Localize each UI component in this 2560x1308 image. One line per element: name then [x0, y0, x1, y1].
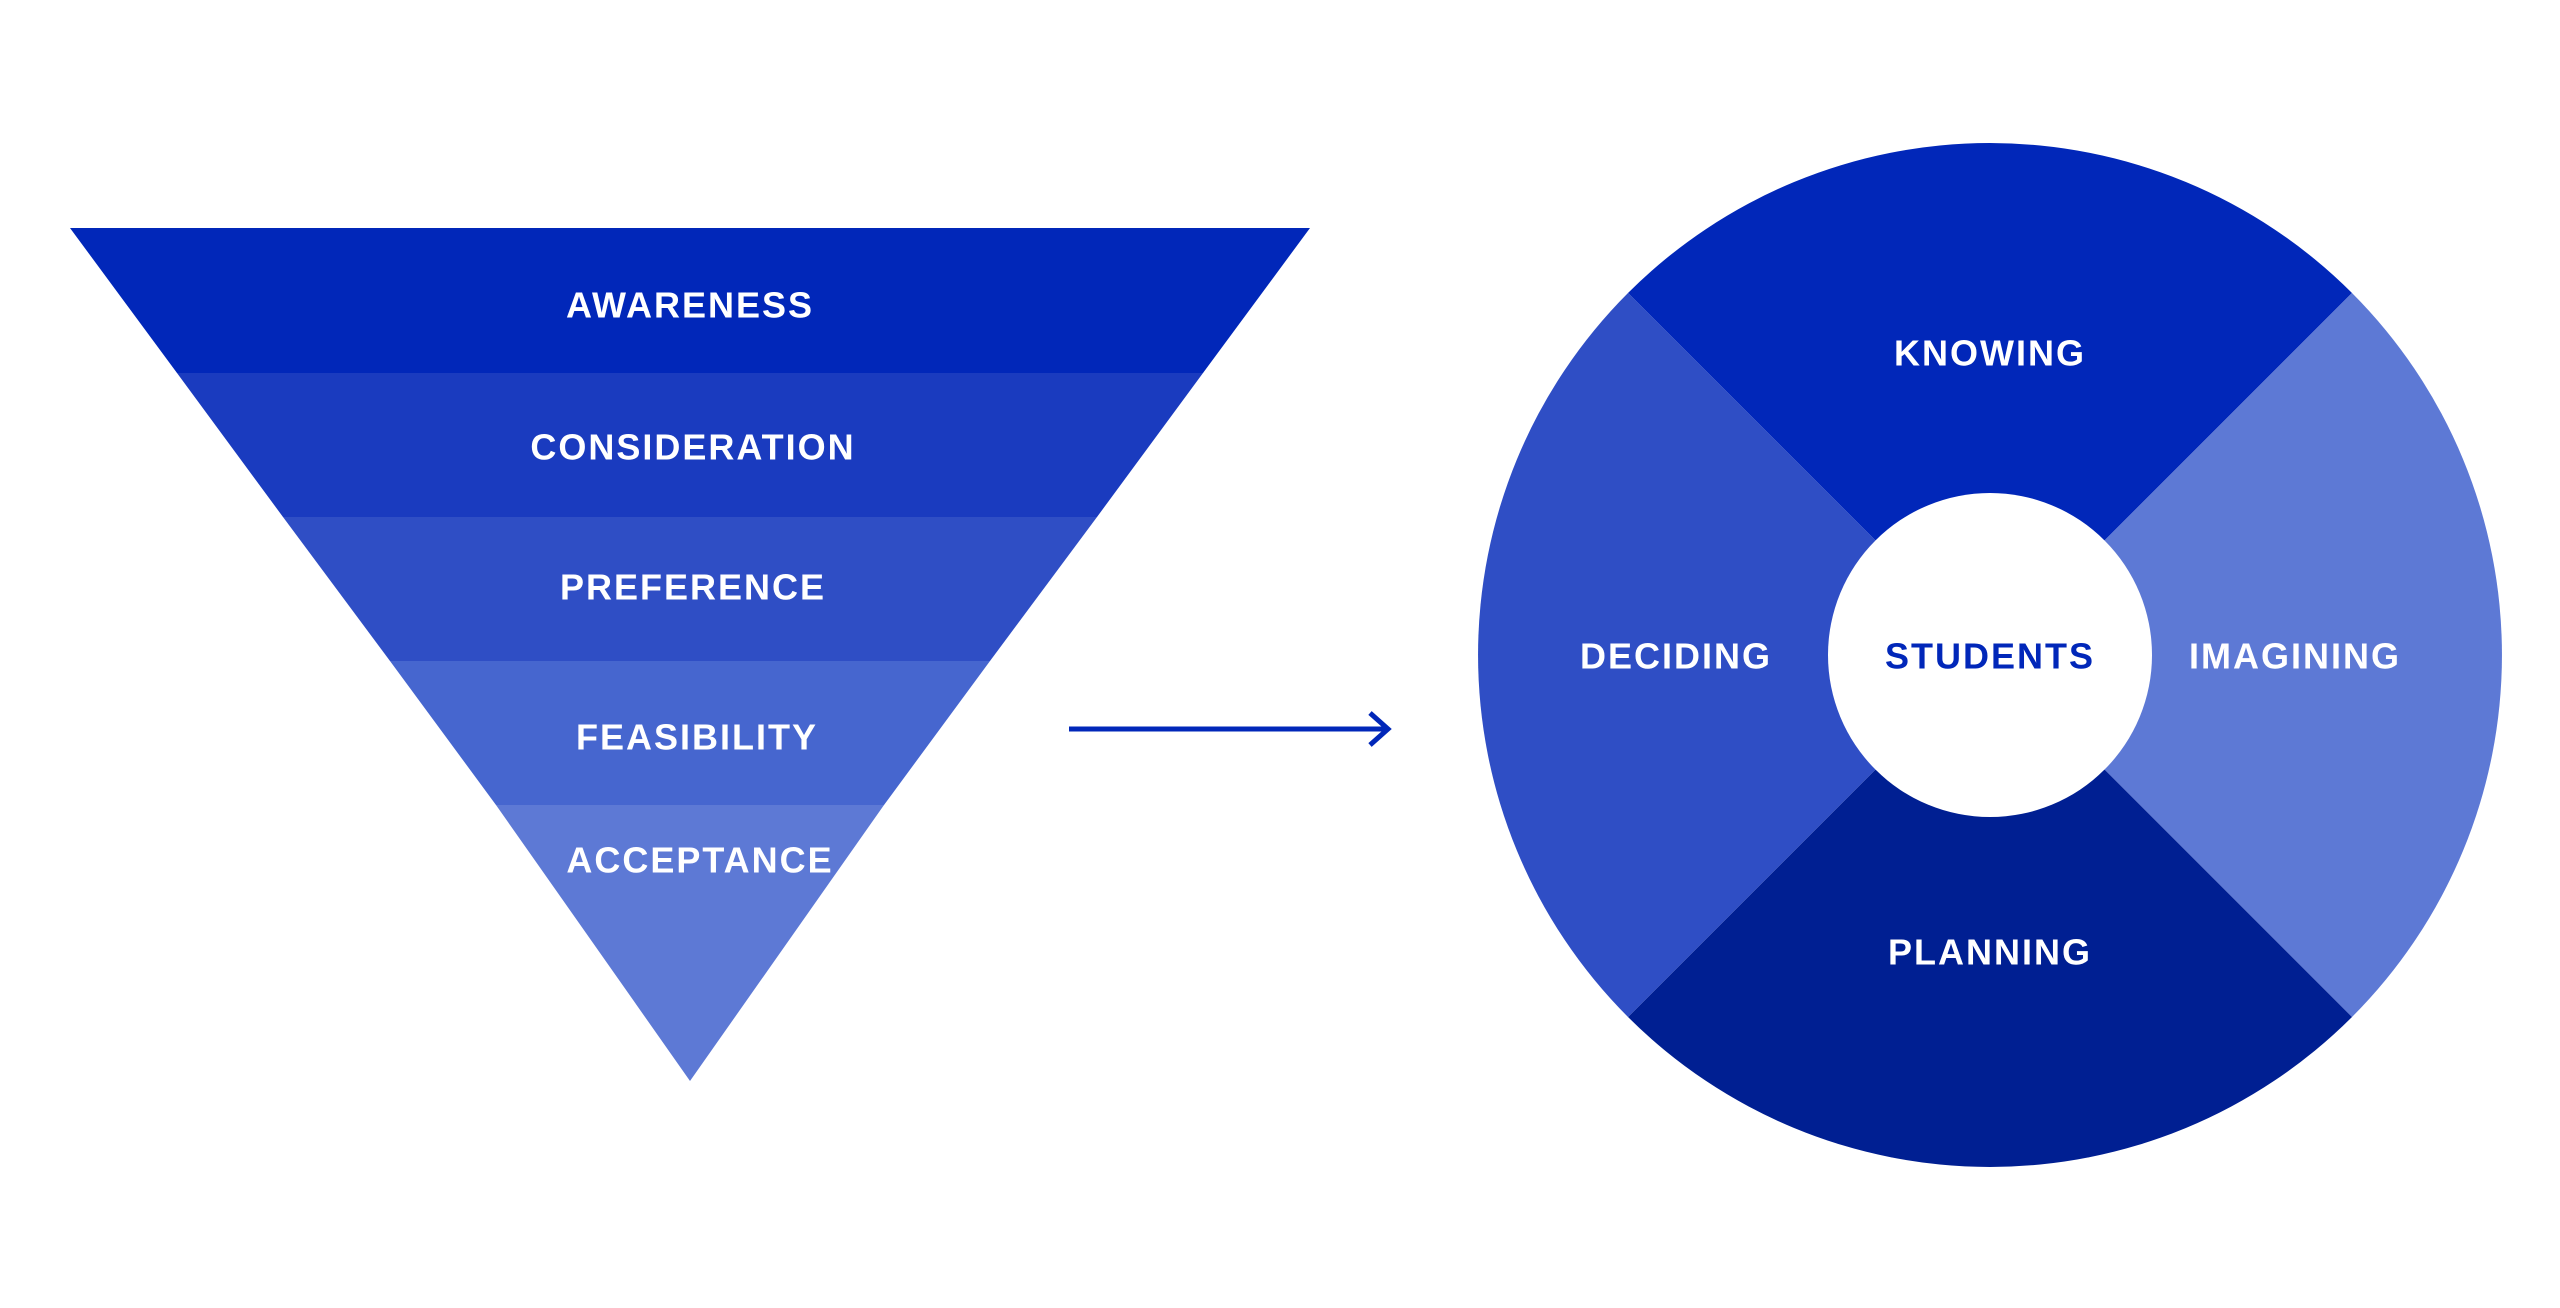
funnel-level-consideration: [177, 373, 1203, 517]
funnel-level-preference: [283, 517, 1097, 661]
wheel-label-deciding: DECIDING: [1580, 636, 1772, 677]
funnel-level-feasibility: [390, 661, 990, 805]
funnel-level-awareness: [70, 228, 1310, 373]
funnel-label-preference: PREFERENCE: [560, 567, 826, 608]
funnel-label-feasibility: FEASIBILITY: [576, 717, 818, 758]
wheel-label-imagining: IMAGINING: [2189, 636, 2401, 677]
wheel-segment-top: [1628, 143, 2352, 656]
funnel-label-consideration: CONSIDERATION: [530, 427, 855, 468]
wheel-segment-right: [1990, 293, 2502, 1017]
wheel: KNOWING IMAGINING PLANNING DECIDING STUD…: [1478, 143, 2502, 1167]
wheel-label-knowing: KNOWING: [1894, 333, 2086, 374]
wheel-center-circle: [1828, 493, 2152, 817]
wheel-segment-bottom: [1628, 655, 2352, 1167]
wheel-label-students: STUDENTS: [1885, 636, 2095, 677]
funnel: AWARENESS CONSIDERATION PREFERENCE FEASI…: [70, 228, 1310, 1081]
arrow: [1069, 711, 1392, 747]
wheel-segment-left: [1478, 293, 1990, 1017]
funnel-label-acceptance: ACCEPTANCE: [566, 840, 833, 881]
funnel-label-awareness: AWARENESS: [566, 285, 814, 326]
funnel-level-acceptance: [496, 805, 884, 1081]
wheel-label-planning: PLANNING: [1888, 932, 2092, 973]
arrow-head: [1368, 711, 1392, 747]
